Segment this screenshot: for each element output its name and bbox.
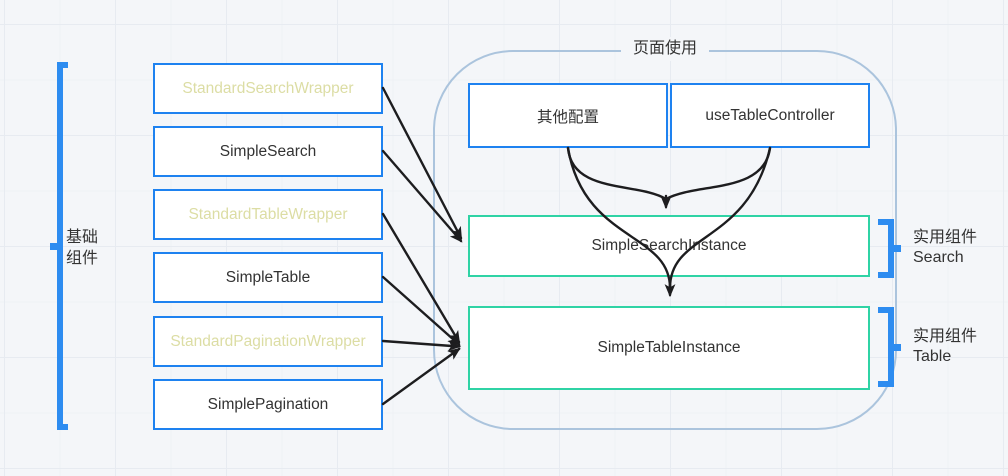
node-simple-table-instance-label: SimpleTableInstance [597, 339, 741, 356]
utility-search-label: 实用组件 Search [913, 228, 977, 268]
node-other-config[interactable]: 其他配置 [468, 83, 668, 148]
node-standard-search-wrapper[interactable]: StandardSearchWrapper [153, 63, 383, 114]
utility-search-label-line2: Search [913, 249, 964, 266]
node-simple-pagination[interactable]: SimplePagination [153, 379, 383, 430]
utility-table-bracket [878, 307, 901, 387]
node-simple-table-label: SimpleTable [225, 268, 311, 286]
node-simple-search-instance-label: SimpleSearchInstance [591, 237, 747, 254]
utility-search-label-line1: 实用组件 [913, 229, 978, 246]
node-simple-search-label: SimpleSearch [219, 142, 317, 160]
node-use-table-controller-label: useTableController [705, 106, 835, 124]
node-simple-pagination-label: SimplePagination [207, 395, 329, 413]
base-group-bracket [50, 62, 68, 430]
node-standard-table-wrapper-label: StandardTableWrapper [188, 205, 348, 223]
node-standard-pagination-wrapper-label: StandardPaginationWrapper [170, 332, 366, 350]
node-standard-table-wrapper[interactable]: StandardTableWrapper [153, 189, 383, 240]
utility-table-label-line1: 实用组件 [913, 328, 978, 345]
base-group-label: 基础 组件 [66, 227, 98, 269]
node-use-table-controller[interactable]: useTableController [670, 83, 870, 148]
utility-table-label: 实用组件 Table [913, 327, 977, 367]
base-group-label-line2: 组件 [66, 250, 99, 267]
utility-table-label-line2: Table [913, 348, 952, 365]
node-simple-search[interactable]: SimpleSearch [153, 126, 383, 177]
base-group-label-line1: 基础 [66, 229, 99, 246]
utility-search-bracket [878, 219, 901, 278]
page-usage-title: 页面使用 [433, 37, 897, 61]
node-standard-pagination-wrapper[interactable]: StandardPaginationWrapper [153, 316, 383, 367]
node-simple-table[interactable]: SimpleTable [153, 252, 383, 303]
node-other-config-label: 其他配置 [536, 108, 599, 126]
node-standard-search-wrapper-label: StandardSearchWrapper [182, 79, 354, 97]
node-simple-table-instance[interactable]: SimpleTableInstance [468, 306, 870, 390]
page-usage-title-text: 页面使用 [620, 37, 709, 61]
node-simple-search-instance[interactable]: SimpleSearchInstance [468, 215, 870, 277]
